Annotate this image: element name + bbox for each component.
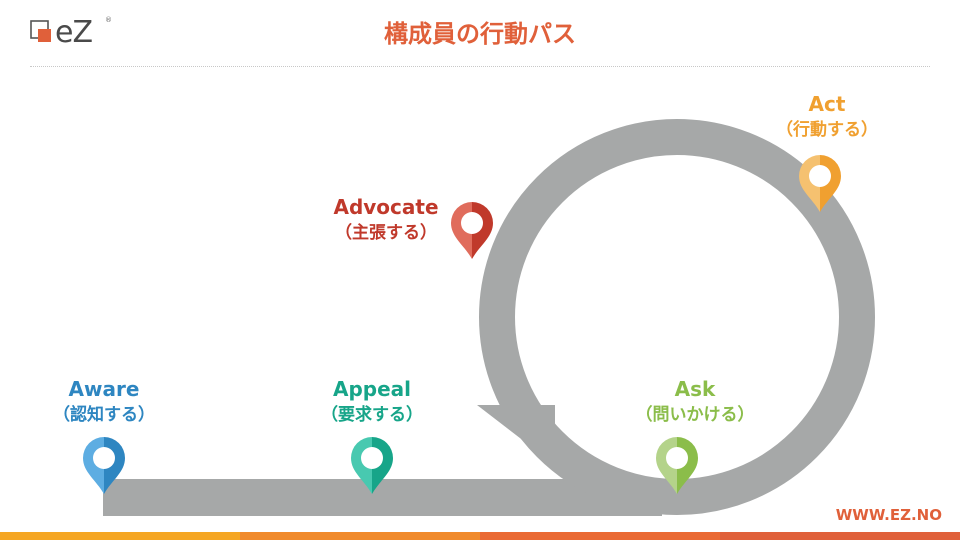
step-title-ask: Ask	[674, 377, 716, 401]
step-label-advocate: Advocate （主張する）	[306, 194, 466, 246]
step-title-advocate: Advocate	[333, 195, 439, 219]
step-title-appeal: Appeal	[332, 377, 412, 401]
page-title: 構成員の行動パス	[384, 20, 576, 48]
stripe-segment-4	[720, 532, 960, 540]
location-pin-ask-icon	[656, 437, 698, 494]
step-subtitle-aware: （認知する）	[53, 405, 155, 425]
step-subtitle-act: （行動する）	[776, 120, 878, 140]
ez-logo-mark-icon	[30, 20, 51, 42]
path-loop-ring	[479, 119, 875, 515]
location-pin-aware-icon	[83, 437, 125, 494]
ez-logo: eZ ®	[30, 15, 114, 52]
location-pin-act-icon	[799, 155, 841, 212]
step-label-aware: Aware （認知する）	[24, 376, 184, 428]
step-label-act: Act （行動する）	[747, 91, 907, 143]
location-pin-advocate-icon	[451, 202, 493, 259]
path-arrowhead	[477, 405, 555, 465]
step-subtitle-ask: （問いかける）	[635, 405, 755, 425]
step-subtitle-advocate: （主張する）	[335, 223, 437, 243]
website-url: WWW.EZ.NO	[835, 506, 942, 524]
logo-registered-mark: ®	[105, 16, 112, 24]
stripe-segment-3	[480, 532, 720, 540]
path-straight-segment	[103, 479, 662, 516]
step-label-ask: Ask （問いかける）	[615, 376, 775, 428]
header-divider	[30, 66, 930, 67]
step-subtitle-appeal: （要求する）	[321, 405, 423, 425]
step-label-appeal: Appeal （要求する）	[292, 376, 452, 428]
location-pin-appeal-icon	[351, 437, 393, 494]
step-title-act: Act	[808, 92, 846, 116]
footer-color-stripe	[0, 532, 960, 540]
stripe-segment-1	[0, 532, 240, 540]
stripe-segment-2	[240, 532, 480, 540]
step-title-aware: Aware	[68, 377, 140, 401]
logo-text: eZ	[55, 15, 93, 50]
